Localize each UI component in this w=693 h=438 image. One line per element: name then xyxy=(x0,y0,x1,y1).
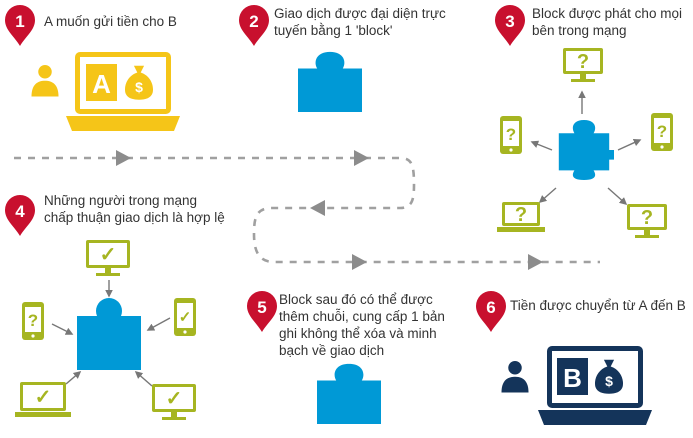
laptop-icon: ? xyxy=(497,202,545,232)
network-devices: ✓? ✓ ✓ ✓ xyxy=(15,240,196,420)
person-icon xyxy=(501,361,529,393)
step-2-caption-line: Giao dịch được đại diện trực xyxy=(274,6,446,21)
arrow-icon xyxy=(607,187,628,206)
map-marker-icon: 3 xyxy=(495,5,525,46)
question-mark-icon: ? xyxy=(641,207,653,229)
laptop-icon xyxy=(66,52,180,131)
laptop-b-panel xyxy=(557,358,588,395)
broadcast-arrows xyxy=(530,90,642,206)
laptop-a-letter: A xyxy=(92,69,111,99)
question-mark-icon: ? xyxy=(515,204,527,226)
monitor-icon: ✓ xyxy=(152,384,196,420)
money-bag-symbol: $ xyxy=(135,79,143,95)
puzzle-block-icon xyxy=(298,51,362,112)
arrow-icon xyxy=(538,187,557,204)
step-6-illustration: B $ xyxy=(501,346,652,425)
map-marker-icon: 5 xyxy=(247,291,277,332)
step-number: 3 xyxy=(505,12,514,31)
step-6-caption-line: Tiền được chuyển từ A đến B xyxy=(510,298,686,313)
step-4-caption: Những người trong mạng chấp thuận giao d… xyxy=(44,192,225,226)
monitor-icon: ? xyxy=(627,204,667,238)
step-1-illustration: A $ xyxy=(31,52,180,131)
arrow-icon xyxy=(146,317,171,331)
laptop-icon: ✓ xyxy=(15,382,71,417)
step-5-caption-line: ghi không thể xóa và minh xyxy=(279,326,437,341)
step-number: 6 xyxy=(486,298,495,317)
step-1-caption-line: A muốn gửi tiền cho B xyxy=(44,14,177,29)
step-4-caption-line: Những người trong mạng xyxy=(44,193,198,208)
checkmark-icon: ✓ xyxy=(179,309,192,326)
smartphone-icon: ✓ xyxy=(174,298,196,336)
puzzle-block-icon xyxy=(317,363,381,424)
puzzle-block-icon xyxy=(558,120,614,180)
step-number: 1 xyxy=(15,12,24,31)
smartphone-icon: ? xyxy=(651,113,673,151)
step-3-caption-line: bên trong mạng xyxy=(532,23,627,38)
smartphone-icon: ? xyxy=(500,116,522,154)
step-5-caption-line: Block sau đó có thể được xyxy=(279,292,433,307)
money-bag-symbol: $ xyxy=(605,373,613,389)
step-3-network: ????? xyxy=(497,48,673,238)
step-2-caption: Giao dịch được đại diện trực tuyến bằng … xyxy=(274,5,446,39)
puzzle-block-icon xyxy=(77,298,141,370)
step-markers: 1 2 3 4 5 6 xyxy=(5,5,525,332)
monitor-icon: ? xyxy=(563,48,603,82)
map-marker-icon: 6 xyxy=(475,290,506,332)
checkmark-icon: ✓ xyxy=(166,388,183,410)
step-5-caption-line: thêm chuỗi, cung cấp 1 bản xyxy=(279,309,445,324)
laptop-b-letter: B xyxy=(563,363,582,393)
map-marker-icon: 4 xyxy=(5,195,35,236)
step-3-caption: Block được phát cho mọi bên trong mạng xyxy=(532,5,682,39)
step-number: 5 xyxy=(257,298,266,317)
laptop-icon xyxy=(538,346,652,425)
step-4-caption-line: chấp thuận giao dịch là hợp lệ xyxy=(44,210,225,225)
step-5-caption: Block sau đó có thể được thêm chuỗi, cun… xyxy=(279,291,445,359)
step-6-caption: Tiền được chuyển từ A đến B xyxy=(510,297,686,314)
step-2-caption-line: tuyến bằng 1 'block' xyxy=(274,23,393,38)
step-5-caption-line: bạch về giao dịch xyxy=(279,343,385,358)
step-number: 4 xyxy=(15,202,25,221)
map-marker-icon: 2 xyxy=(239,5,269,46)
question-mark-icon: ? xyxy=(657,122,667,141)
question-mark-icon: ? xyxy=(506,125,516,144)
question-mark-icon: ? xyxy=(577,51,589,73)
arrow-icon xyxy=(617,139,642,151)
map-marker-icon: 1 xyxy=(5,5,35,46)
step-1-caption: A muốn gửi tiền cho B xyxy=(44,13,177,30)
arrow-icon xyxy=(134,370,153,387)
flow-arrowheads xyxy=(116,150,543,270)
arrow-icon xyxy=(51,323,74,335)
arrow-icon xyxy=(65,370,82,385)
checkmark-icon: ✓ xyxy=(35,387,52,409)
step-number: 2 xyxy=(249,12,258,31)
arrow-icon xyxy=(530,140,553,151)
checkmark-icon: ✓ xyxy=(100,244,117,266)
network-devices: ????? xyxy=(497,48,673,238)
person-icon xyxy=(31,65,59,97)
monitor-icon: ✓ xyxy=(86,240,130,276)
question-mark-icon: ? xyxy=(28,311,38,330)
approval-arrows xyxy=(51,280,171,387)
step-3-caption-line: Block được phát cho mọi xyxy=(532,6,682,21)
step-4-network: ✓? ✓ ✓ ✓ xyxy=(15,240,196,420)
smartphone-icon: ? xyxy=(22,302,44,340)
laptop-a-panel xyxy=(86,64,117,101)
flow-path xyxy=(14,156,600,264)
